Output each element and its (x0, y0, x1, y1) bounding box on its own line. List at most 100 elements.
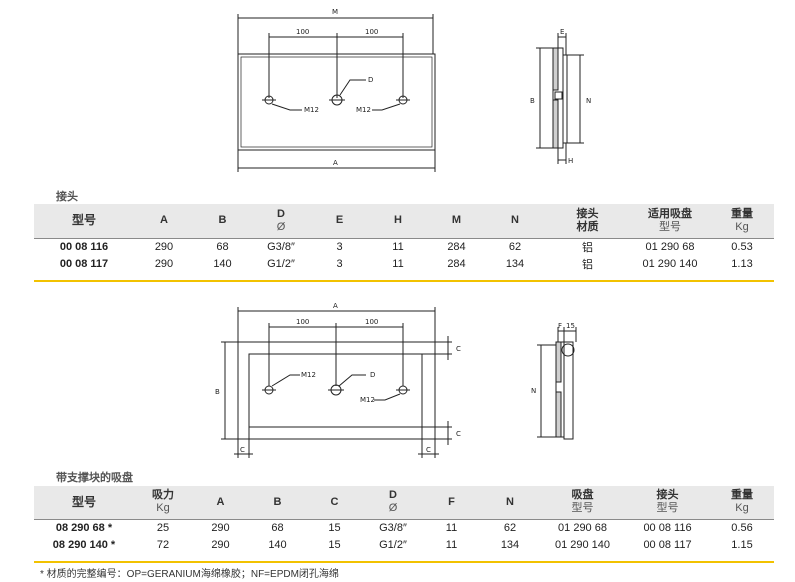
s2-r2-model: 08 290 140 * (52, 539, 116, 551)
s2-r1-force: 25 (134, 518, 192, 537)
side1-H-label: H (568, 157, 573, 165)
s1-r1-material: 铝 (545, 237, 630, 256)
side1-N-label: N (586, 97, 591, 105)
section1-divider (34, 280, 774, 282)
s2-r1-C: 15 (306, 518, 363, 537)
s1-r1-D: G3/8″ (251, 237, 311, 256)
d2-label-D: D (370, 371, 375, 379)
dim-A-label: A (333, 159, 338, 167)
s1-h-M: M (428, 204, 485, 238)
s1-r1-cup-model: 01 290 68 (630, 237, 710, 256)
s1-r2-E: 3 (336, 258, 343, 270)
side2-N-label: N (531, 387, 536, 395)
side1-E-label: E (560, 28, 564, 36)
s2-h-cup: 吸盘型号 (540, 486, 625, 519)
section2-divider (34, 561, 774, 563)
s2-h-C: C (306, 486, 363, 519)
d2-dim-A-label: A (333, 302, 338, 310)
s1-h-H: H (368, 204, 428, 238)
s1-h-N: N (485, 204, 545, 238)
d2-label-M12-right: M12 (360, 396, 375, 404)
s1-r1-A: 290 (134, 237, 194, 256)
s2-r2-F: 11 (445, 539, 458, 551)
s2-h-model: 型号 (34, 486, 134, 519)
d2-B-label: B (215, 388, 220, 396)
s1-h-model: 型号 (34, 204, 134, 238)
table-row: 00 08 116 290 68 G3/8″ 3 11 284 62 铝 01 … (34, 237, 774, 256)
s1-h-A: A (134, 204, 194, 238)
s2-h-B: B (249, 486, 306, 519)
d2-C-bottom-right: C (456, 430, 461, 438)
s1-r1-weight: 0.53 (710, 237, 774, 256)
s1-r2-N: 134 (505, 258, 525, 270)
table-row: 00 08 117 290 140 G1/2″ 3 11 284 134 铝 0… (34, 256, 774, 272)
s2-r2-weight: 1.15 (731, 539, 753, 551)
s1-r2-model: 00 08 117 (59, 258, 109, 270)
table-row: 08 290 68 * 25 290 68 15 G3/8″ 11 62 01 … (34, 518, 774, 537)
s2-r2-N: 134 (500, 539, 520, 551)
s2-r1-B: 68 (249, 518, 306, 537)
d2-C-bottom-left: C (240, 446, 245, 454)
d2-C-bottom-mid: C (426, 446, 431, 454)
dim-M-label: M (332, 8, 338, 16)
dim-100-right-label: 100 (365, 28, 378, 36)
s2-r1-model: 08 290 68 * (34, 518, 134, 537)
s2-r2-A: 290 (211, 539, 230, 551)
s1-r2-weight: 1.13 (731, 258, 753, 270)
d2-dim-100-left-label: 100 (296, 318, 309, 326)
s2-r1-N: 62 (480, 518, 540, 537)
s1-r1-B: 68 (194, 237, 251, 256)
s2-r1-A: 290 (192, 518, 249, 537)
s1-h-E: E (311, 204, 368, 238)
dim-100-left-label: 100 (296, 28, 309, 36)
section2-title: 带支撑块的吸盘 (56, 472, 133, 484)
s2-r2-D: G1/2″ (379, 539, 407, 551)
s1-r2-D: G1/2″ (267, 258, 295, 270)
side2-15-label: 15 (566, 322, 575, 330)
side1-B-label: B (530, 97, 535, 105)
s1-r1-M: 284 (428, 237, 485, 256)
section1-title: 接头 (56, 191, 78, 203)
side2-F-label: F (558, 322, 562, 330)
s2-r2-force: 72 (156, 539, 170, 551)
s2-r1-F: 11 (423, 518, 480, 537)
s1-h-B: B (194, 204, 251, 238)
d2-C-top-right: C (456, 345, 461, 353)
s1-r2-material: 铝 (582, 259, 593, 271)
s1-r1-model: 00 08 116 (34, 237, 134, 256)
d2-dim-100-right-label: 100 (365, 318, 378, 326)
s2-h-F: F (423, 486, 480, 519)
footnote: * 材质的完整编号：OP=GERANIUM海绵橡胶；NF=EPDM闭孔海绵 (40, 569, 339, 580)
s1-r1-E: 3 (311, 237, 368, 256)
s2-r2-B: 140 (268, 539, 287, 551)
s1-r2-B: 140 (213, 258, 232, 270)
s2-r2-C: 15 (328, 539, 341, 551)
label-D: D (368, 76, 373, 84)
s1-r2-M: 284 (447, 258, 466, 270)
s2-h-fitting: 接头型号 (625, 486, 710, 519)
s1-h-cup-model: 适用吸盘型号 (630, 204, 710, 238)
s1-r2-A: 290 (154, 258, 174, 270)
s1-h-material: 接头材质 (545, 204, 630, 238)
d2-label-M12-left: M12 (301, 371, 316, 379)
s2-r1-fitting: 00 08 116 (625, 518, 710, 537)
s2-r1-cup: 01 290 68 (540, 518, 625, 537)
s2-r2-fitting: 00 08 117 (643, 539, 692, 551)
s2-r1-weight: 0.56 (710, 518, 774, 537)
label-M12-left: M12 (304, 106, 319, 114)
s2-h-A: A (192, 486, 249, 519)
table-row: 08 290 140 * 72 290 140 15 G1/2″ 11 134 … (34, 537, 774, 553)
s1-r1-N: 62 (485, 237, 545, 256)
s2-h-N: N (480, 486, 540, 519)
s2-r1-D: G3/8″ (363, 518, 423, 537)
s2-r2-cup: 01 290 140 (554, 539, 611, 551)
